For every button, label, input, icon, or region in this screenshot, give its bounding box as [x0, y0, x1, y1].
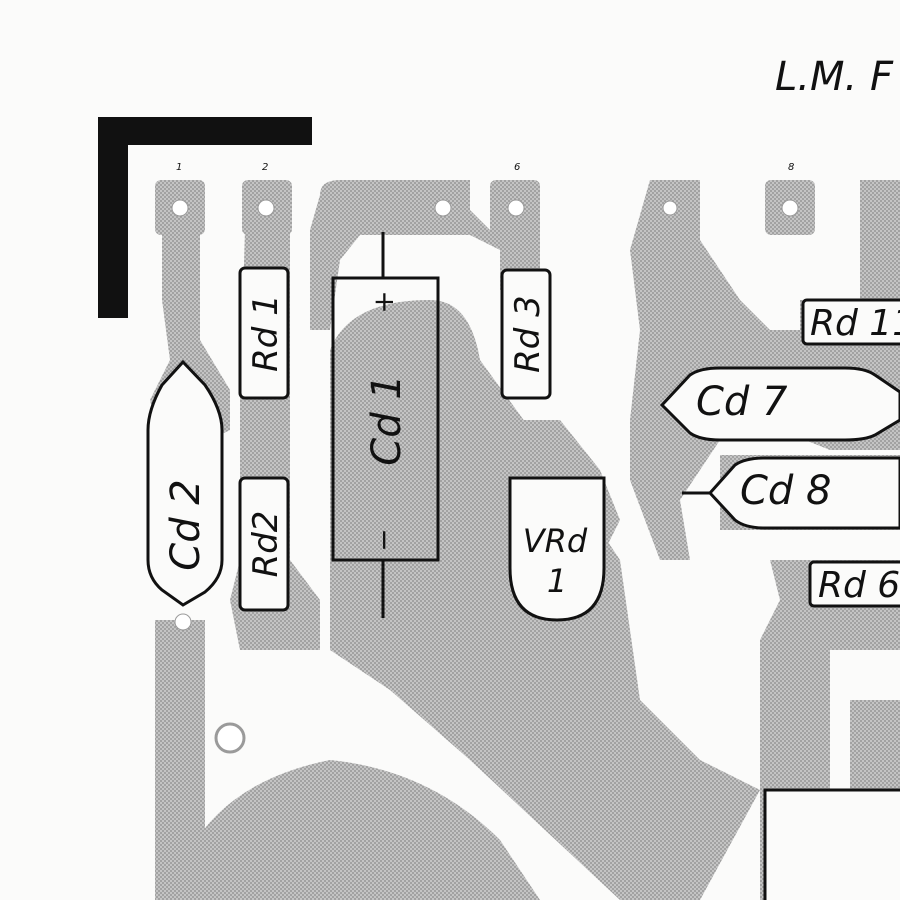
ic-outline: [763, 788, 900, 900]
rd3-body: [500, 268, 552, 400]
cd1-plus: +: [367, 290, 400, 313]
rd3-label: Rd 3: [508, 295, 548, 373]
ground-plane-bottom-left: [190, 760, 540, 900]
cd1-minus: −: [367, 528, 400, 551]
vrd1-label-line1: VRd: [523, 522, 588, 560]
rd6-body: [808, 560, 900, 608]
component-outlines: [146, 232, 900, 900]
pin-mark-8: 8: [788, 162, 794, 173]
rd11-label: Rd 11: [810, 303, 900, 344]
cd7-body: [659, 366, 900, 442]
cd8-label: Cd 8: [740, 468, 831, 514]
rd2-label: Rd2: [246, 511, 286, 578]
trace-bottom-vertical: [155, 620, 205, 900]
rd6-label: Rd 6: [818, 565, 900, 606]
corner-registration-mark: [98, 117, 312, 318]
vrd1-body: [508, 476, 606, 622]
rd2-body: [238, 476, 290, 612]
pin-mark-6: 6: [514, 162, 520, 173]
board-title-fragment: L.M. F: [775, 54, 894, 100]
rd1-label: Rd 1: [246, 294, 286, 372]
rd11-body: [801, 298, 900, 346]
pin-mark-1: 1: [176, 162, 182, 173]
cd1-label: Cd 1: [364, 374, 410, 465]
cd1-body: [331, 276, 440, 562]
cd2-body: [146, 359, 224, 607]
drill-holes: [171, 199, 799, 754]
pin-index-marks: 1 2 6 8: [176, 162, 794, 173]
cd2-label: Cd 2: [163, 479, 209, 570]
vrd1-label-line2: 1: [547, 562, 567, 600]
trace-rd3-bridge: [360, 210, 540, 290]
rd1-body: [238, 266, 290, 400]
cd8-body: [707, 456, 900, 530]
pin-mark-2: 2: [262, 162, 268, 173]
cd7-label: Cd 7: [696, 379, 788, 425]
component-labels: Rd 1 Rd2 Rd 3 Cd 1 + − Cd 2 VRd 1 Cd 7 C…: [163, 290, 900, 606]
